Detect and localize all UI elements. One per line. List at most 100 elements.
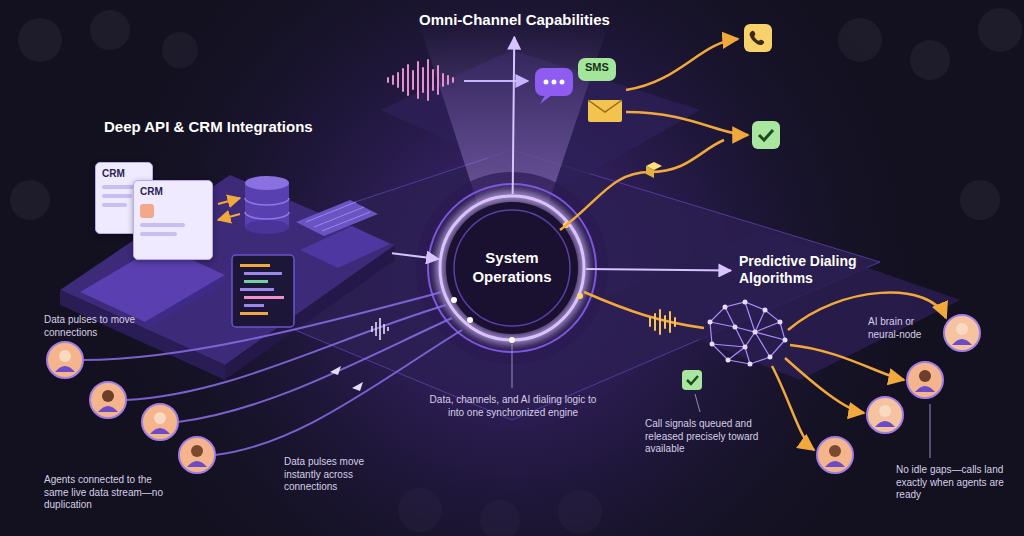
avatar-head (102, 390, 114, 402)
avatar-body (875, 421, 895, 427)
card-avatar (140, 204, 154, 218)
section-heading: Omni-Channel Capabilities (413, 8, 616, 35)
neural-nodes (708, 300, 788, 367)
sync-arrow (218, 214, 240, 220)
card-label: CRM (102, 168, 146, 180)
envelope-body (588, 100, 622, 122)
leader-line (695, 394, 700, 412)
annotation-label: Agents connected to the same live data s… (44, 474, 174, 512)
icon-tile (682, 370, 702, 390)
core-circle: System Operations (440, 196, 584, 340)
right-platform (600, 230, 960, 380)
annotation-label: Data pulses move instantly across connec… (284, 456, 394, 494)
avatar-head (919, 370, 931, 382)
annotation-label: Data, channels, and AI dialing logic to … (428, 394, 598, 419)
icon-tile (744, 24, 772, 52)
db-bottom (245, 220, 289, 234)
connector-arrow (392, 253, 439, 259)
check-glyph (687, 376, 698, 384)
neural-network (710, 302, 785, 364)
neuron (743, 300, 748, 305)
annotation-label: Data pulses to move connections (44, 314, 154, 339)
pulse-waveform (372, 318, 388, 340)
agent-left-4 (179, 437, 215, 473)
signal-cube (646, 166, 654, 178)
pulse-arrowheads (330, 366, 363, 391)
flow-line (584, 292, 704, 328)
avatar-disc (907, 362, 943, 398)
channel-label: SMS (585, 61, 609, 74)
neuron (726, 358, 731, 363)
heading-text: Deep API & CRM Integrations (104, 118, 376, 136)
puzzle-block (300, 226, 390, 268)
dispatch-line (790, 345, 904, 380)
leader-line (930, 404, 931, 458)
avatar-head (829, 445, 841, 457)
avatar-body (952, 339, 972, 345)
avatar-disc (817, 437, 853, 473)
outer-ring (428, 184, 596, 352)
code-screen (232, 255, 294, 327)
code-line (244, 296, 284, 299)
sound-waveform (388, 60, 453, 100)
card-line (140, 223, 185, 227)
code-line (244, 280, 268, 283)
check-glyph (759, 130, 773, 140)
agent-right-2 (907, 362, 943, 398)
avatar-body (915, 386, 935, 392)
chat-dot (552, 80, 557, 85)
chat-tail (540, 95, 552, 104)
neuron (753, 330, 758, 335)
avatar-body (825, 461, 845, 467)
avatar-body (150, 428, 170, 434)
crm-card: CRM (133, 180, 213, 260)
pulse-dot (509, 337, 515, 343)
chat-dot (560, 80, 565, 85)
flow-line (626, 39, 738, 90)
envelope-flap (588, 100, 622, 112)
agent-right-4 (817, 437, 853, 473)
code-line (240, 288, 274, 291)
agent-left-3 (142, 404, 178, 440)
db-bands (245, 198, 289, 219)
avatar-disc (867, 397, 903, 433)
heading-text: Predictive Dialing Algorithms (739, 253, 867, 287)
data-line (178, 318, 452, 422)
agent-right-3 (867, 397, 903, 433)
neuron (743, 345, 748, 350)
leader-line (512, 344, 513, 388)
section-heading: Predictive Dialing Algorithms (733, 250, 873, 293)
inner-ring (454, 210, 570, 326)
card-line (102, 185, 137, 189)
flow-line (560, 140, 724, 230)
data-line (83, 292, 442, 360)
check-icon (752, 121, 780, 149)
avatar-head (154, 412, 166, 424)
puzzle-block-side (145, 275, 225, 330)
avatar-disc (944, 315, 980, 351)
card-label: CRM (140, 186, 206, 198)
left-platform (60, 175, 395, 380)
main-ring (440, 196, 584, 340)
pulse-dot (451, 297, 457, 303)
data-line (126, 305, 446, 400)
avatar-head (191, 445, 203, 457)
platform-top (60, 175, 395, 365)
neuron (783, 338, 788, 343)
screen-frame (232, 255, 294, 327)
card-line (140, 232, 177, 236)
dispatch-line (785, 358, 864, 413)
code-line (240, 264, 270, 267)
ring-halo (416, 172, 608, 364)
agent-data-lines (83, 292, 462, 455)
network-links (710, 302, 785, 364)
core-label: System Operations (460, 249, 564, 287)
ring-glow (440, 196, 584, 340)
card-line (102, 203, 127, 207)
avatar-disc (179, 437, 215, 473)
agent-right-1 (944, 315, 980, 351)
card-line (102, 194, 132, 198)
dispatch-line (788, 293, 946, 330)
